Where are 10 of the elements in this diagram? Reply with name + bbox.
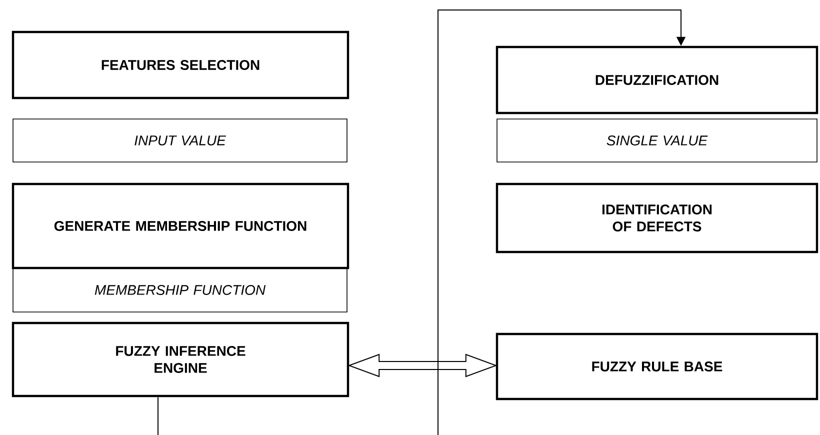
process-box: FUZZY RULE BASE <box>496 332 818 400</box>
value-box: SINGLE VALUE <box>496 118 818 162</box>
process-box: GENERATE MEMBERSHIP FUNCTION <box>12 182 350 270</box>
value-box: INPUT VALUE <box>12 118 348 162</box>
process-box: FUZZY INFERENCE ENGINE <box>12 322 350 398</box>
connector-line <box>438 10 686 435</box>
process-box: DEFUZZIFICATION <box>496 46 818 114</box>
process-box: IDENTIFICATION OF DEFECTS <box>496 182 818 254</box>
process-box: FEATURES SELECTION <box>12 30 350 100</box>
value-box: MEMBERSHIP FUNCTION <box>12 268 348 312</box>
